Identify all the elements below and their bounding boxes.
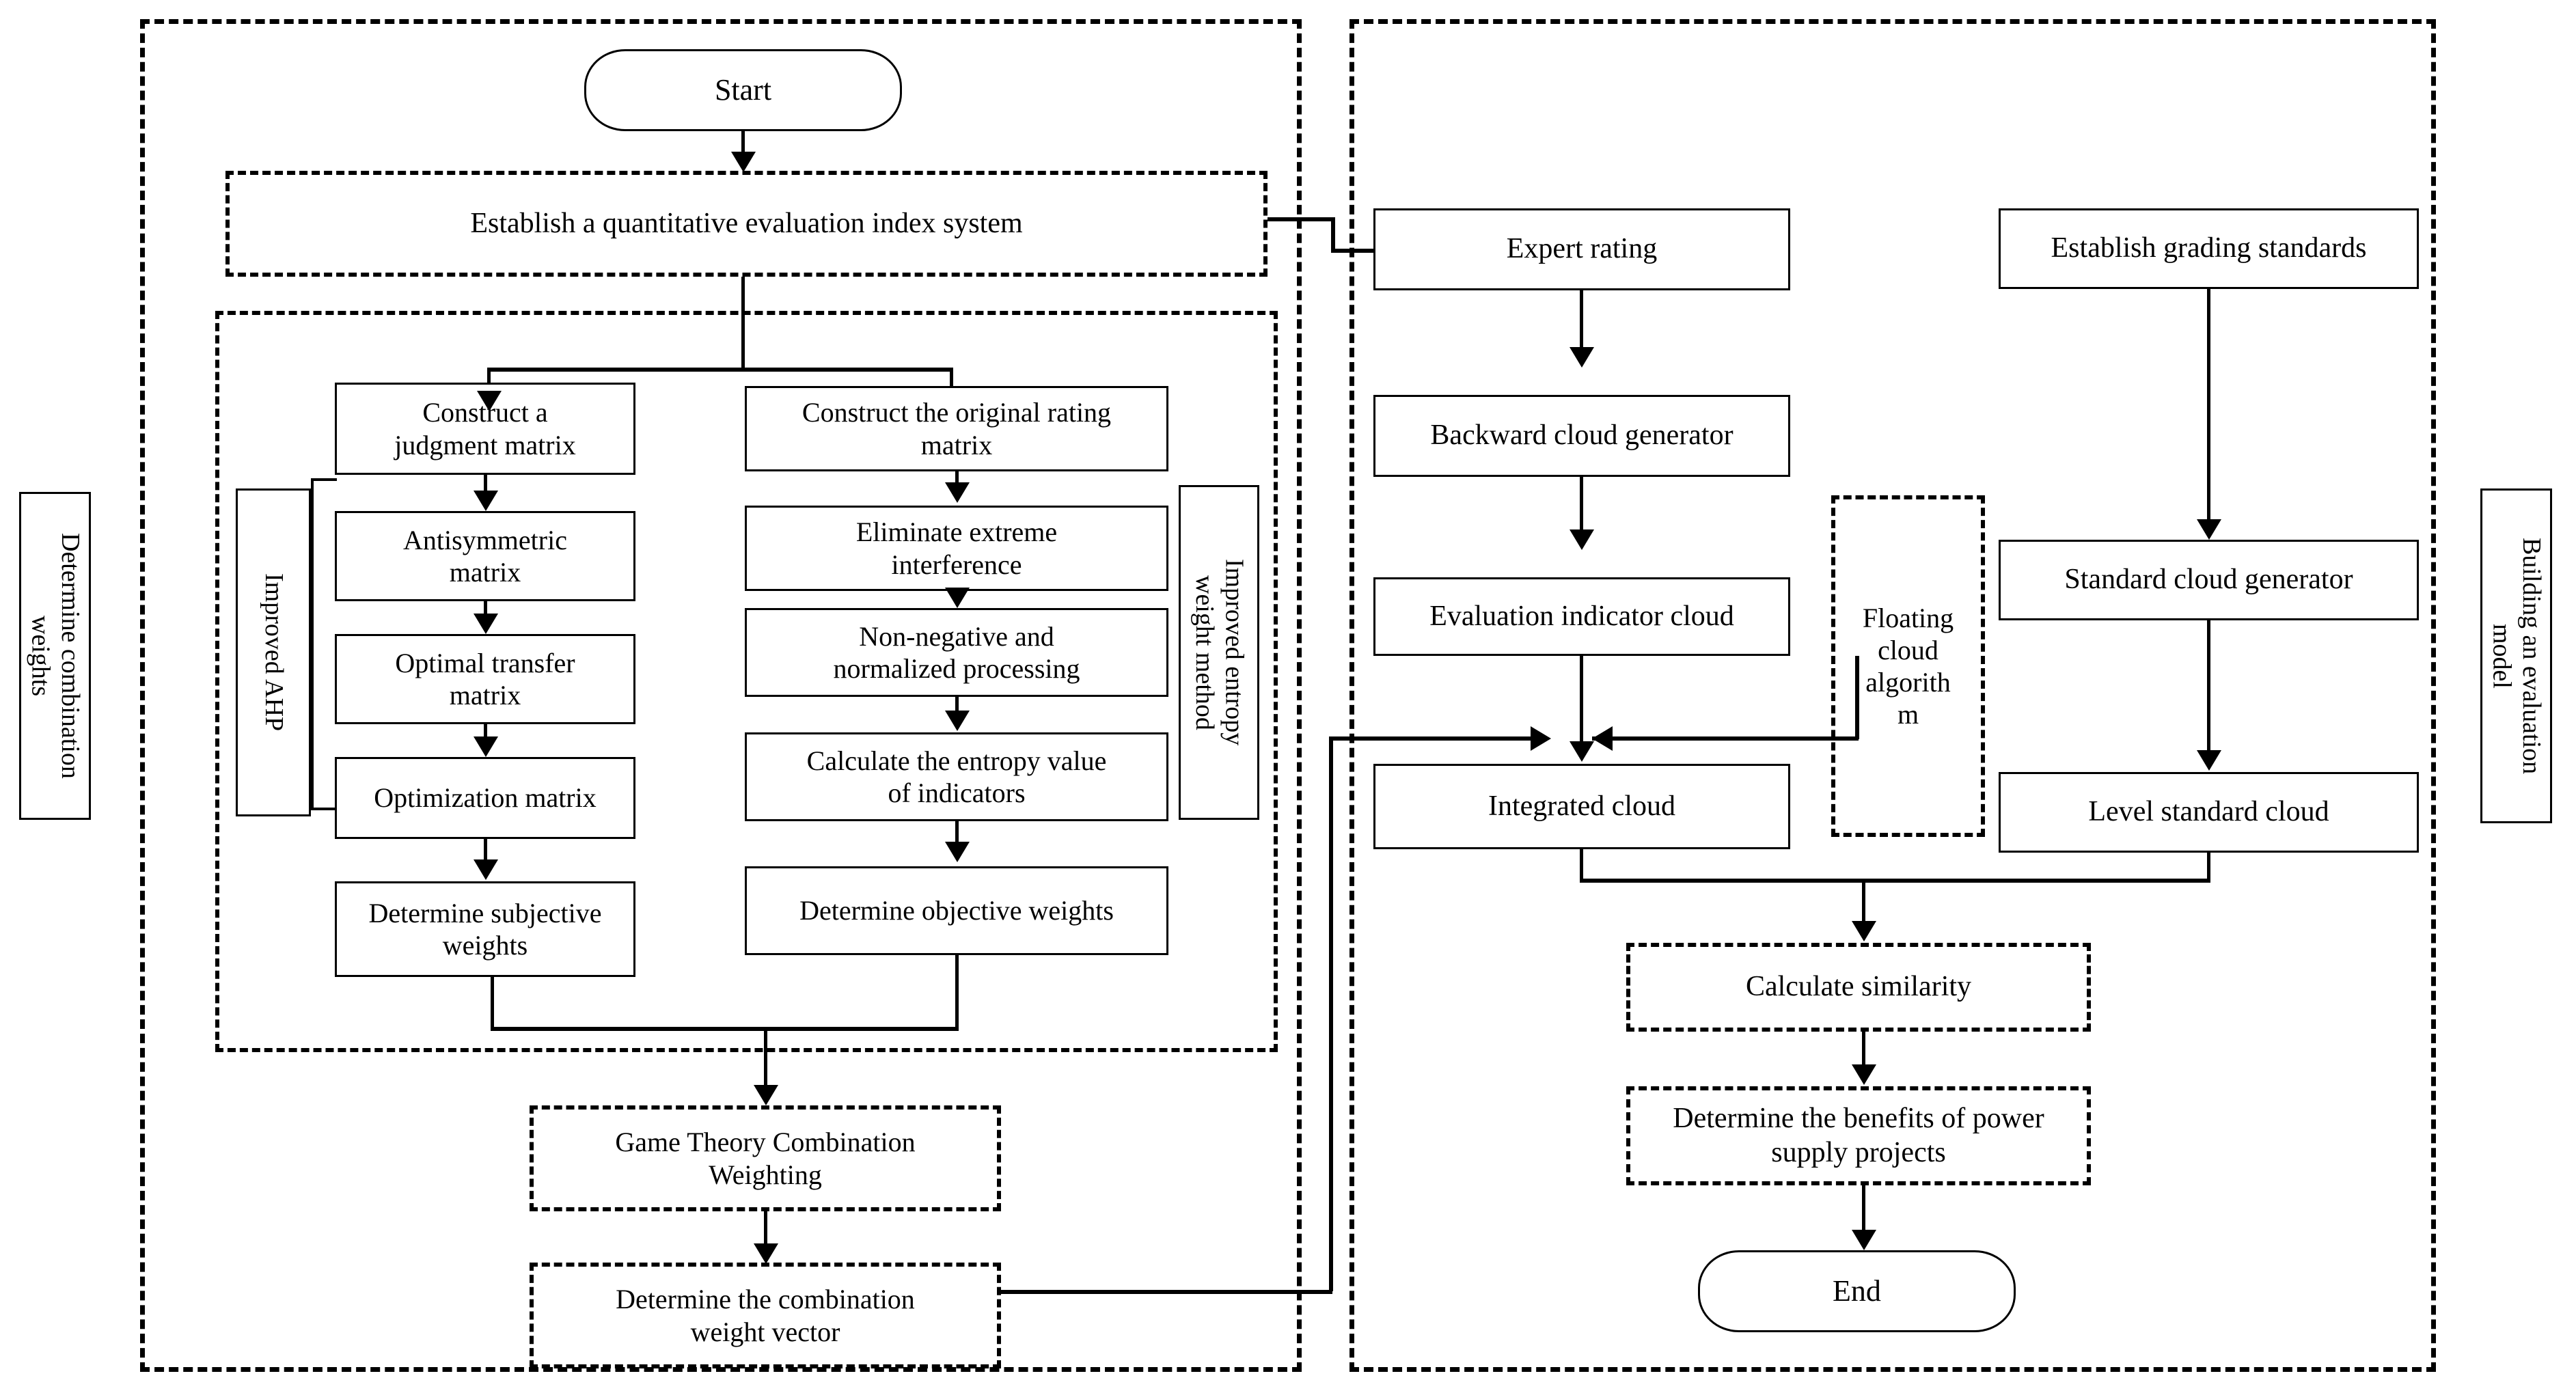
arrowhead-similarity-to-benefits	[1852, 1064, 1876, 1085]
node-start-label: Start	[714, 73, 772, 107]
edge-weight-vector-up	[1329, 736, 1333, 1291]
arrowhead-weight-vector-merge	[1531, 726, 1551, 751]
edge-index-to-expert-b	[1331, 217, 1335, 253]
edge-merge-bus	[491, 1027, 959, 1031]
edge-floating-down-stub	[1855, 656, 1859, 739]
edge-entropy-4-5	[955, 821, 959, 849]
node-integrated-cloud: Integrated cloud	[1373, 764, 1790, 849]
group-building-evaluation-model	[1349, 19, 2436, 1372]
node-antisymmetric-matrix: Antisymmetric matrix	[335, 511, 635, 601]
node-determine-combination-weight-vector: Determine the combination weight vector	[530, 1263, 1001, 1368]
edge-merge-to-game-theory	[764, 1027, 767, 1092]
node-index-system-label: Establish a quantitative evaluation inde…	[470, 207, 1023, 239]
edge-ahp-feedback-vertical	[311, 478, 314, 810]
arrowhead-standard-to-level-standard	[2197, 750, 2221, 771]
node-determine-objective-weights: Determine objective weights	[745, 866, 1168, 955]
node-end: End	[1698, 1250, 2016, 1332]
node-establish-grading-standards: Establish grading standards	[1999, 208, 2419, 289]
edge-index-down	[741, 277, 745, 369]
label-improved-entropy-weight-method: Improved entropy weight method	[1179, 485, 1259, 820]
group-weighting-methods	[215, 311, 1278, 1052]
node-evaluation-indicator-cloud: Evaluation indicator cloud	[1373, 577, 1790, 656]
label-building-evaluation-model: Building an evaluation model	[2480, 488, 2552, 823]
edge-integrated-down	[1580, 849, 1583, 882]
edge-weight-vector-into-merge	[1329, 736, 1537, 741]
edge-weight-vector-right	[1001, 1290, 1332, 1294]
edge-entropy-1-2	[955, 471, 959, 489]
node-optimal-transfer-matrix: Optimal transfer matrix	[335, 634, 635, 724]
edge-expert-to-backward	[1580, 290, 1583, 362]
node-calculate-entropy-value: Calculate the entropy value of indicator…	[745, 732, 1168, 821]
arrowhead-ahp-3-4	[474, 736, 498, 757]
edge-game-theory-to-weight-vector	[764, 1211, 767, 1252]
edge-level-standard-down	[2207, 853, 2210, 882]
edge-model-merge-bus	[1580, 879, 2210, 883]
arrowhead-grading-to-standard-cloud	[2197, 519, 2221, 540]
edge-objective-down	[955, 955, 959, 1030]
node-expert-rating: Expert rating	[1373, 208, 1790, 290]
edge-split-bus	[487, 368, 953, 372]
label-improved-ahp: Improved AHP	[236, 488, 311, 816]
node-backward-cloud-generator: Backward cloud generator	[1373, 395, 1790, 477]
edge-similarity-to-benefits	[1862, 1032, 1865, 1073]
arrowhead-expert-to-backward	[1570, 347, 1594, 368]
label-determine-combination-weights: Determine combination weights	[19, 492, 91, 820]
arrowhead-start-to-index	[731, 152, 756, 172]
arrowhead-floating-to-merge	[1592, 726, 1613, 751]
arrowhead-to-ahp-first	[477, 391, 502, 411]
node-level-standard-cloud: Level standard cloud	[1999, 772, 2419, 853]
group-determine-combination-weights	[140, 19, 1302, 1372]
arrowhead-entropy-4-5	[945, 842, 970, 862]
arrowhead-entropy-3-4	[945, 711, 970, 731]
node-start: Start	[584, 49, 902, 131]
node-determine-subjective-weights: Determine subjective weights	[335, 881, 635, 977]
edge-ahp-3-4	[484, 724, 487, 743]
edge-merge-to-similarity	[1862, 879, 1865, 928]
edge-backward-to-indicator	[1580, 477, 1583, 545]
arrowhead-ahp-2-3	[474, 614, 498, 634]
arrowhead-indicator-to-integrated	[1570, 741, 1594, 762]
node-eliminate-extreme-interference: Eliminate extreme interference	[745, 506, 1168, 591]
edge-standard-to-level-standard	[2207, 620, 2210, 767]
arrowhead-merge-to-game-theory	[754, 1085, 778, 1105]
arrowhead-entropy-1-2	[945, 482, 970, 503]
edge-subjective-down	[491, 977, 494, 1030]
node-standard-cloud-generator: Standard cloud generator	[1999, 540, 2419, 620]
edge-index-to-expert-a	[1268, 217, 1334, 221]
edge-benefits-to-end	[1862, 1185, 1865, 1239]
arrowhead-entropy-2-3	[945, 588, 970, 608]
node-floating-cloud-algorithm: Floating cloud algorith m	[1831, 495, 1985, 837]
edge-ahp-feedback-top	[311, 478, 337, 481]
arrowhead-backward-to-indicator	[1570, 529, 1594, 550]
edge-indicator-to-merge	[1580, 656, 1583, 741]
node-construct-original-rating-matrix: Construct the original rating matrix	[745, 386, 1168, 471]
edge-ahp-2-3	[484, 601, 487, 620]
edge-ahp-feedback-bottom	[311, 808, 337, 810]
arrowhead-merge-to-similarity	[1852, 921, 1876, 941]
node-calculate-similarity: Calculate similarity	[1626, 943, 2091, 1032]
edge-grading-to-standard-cloud	[2207, 289, 2210, 535]
arrowhead-game-theory-to-weight-vector	[754, 1243, 778, 1264]
node-index-system: Establish a quantitative evaluation inde…	[225, 171, 1268, 277]
edge-start-to-index	[741, 131, 745, 156]
edge-entropy-3-4	[955, 697, 959, 716]
node-game-theory-combination-weighting: Game Theory Combination Weighting	[530, 1105, 1001, 1211]
node-non-negative-normalized-processing: Non-negative and normalized processing	[745, 608, 1168, 697]
edge-split-left	[487, 368, 491, 395]
edge-ahp-4-5	[484, 839, 487, 866]
edge-ahp-1-2	[484, 475, 487, 497]
arrowhead-benefits-to-end	[1852, 1230, 1876, 1250]
node-determine-benefits: Determine the benefits of power supply p…	[1626, 1086, 2091, 1185]
arrowhead-ahp-4-5	[474, 859, 498, 880]
edge-floating-to-merge	[1592, 736, 1859, 741]
node-optimization-matrix: Optimization matrix	[335, 757, 635, 839]
arrowhead-ahp-1-2	[474, 491, 498, 511]
